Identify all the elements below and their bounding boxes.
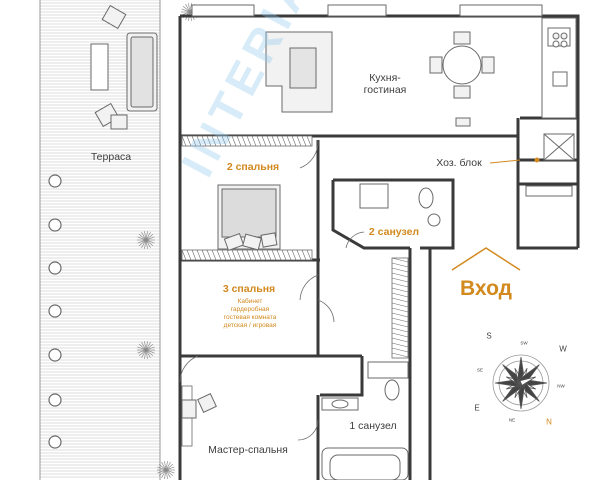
room-label-bathroom2: 2 санузел [368,226,420,238]
room-label-bedroom3: 3 спальня [222,283,276,295]
compass-nw: NW [557,383,565,389]
compass-rose [492,354,550,412]
entry-label: Вход [460,277,512,300]
room-label-kitchen: Кухня- гостиная [364,72,407,96]
windows [191,4,543,17]
utility-marker [534,157,540,163]
compass-e: E [474,403,480,413]
compass-ne: NE [508,417,516,423]
bathroom2-fixtures [359,183,441,227]
kitchen-label-line2: гостиная [363,84,407,97]
kitchen-living-furniture [265,17,577,127]
utility-block [525,133,575,197]
compass-s: S [486,331,492,341]
bedroom3-note-line3: гостевая комната [223,314,277,322]
compass-w: W [559,344,567,354]
bedroom2-bed [217,184,281,252]
bedroom3-note: Кабинет гардеробная гостевая комната дет… [224,298,277,331]
kitchen-label-line1: Кухня- [369,72,401,84]
terrace-lounge-furniture [90,4,158,130]
compass-sw: SW [520,340,528,346]
terrace-planters [48,174,62,449]
bedroom3-note-line4: детская / игровая [223,322,277,330]
bathroom1-fixtures [321,361,409,480]
entry-roof-icon [451,247,521,271]
compass-n: N [546,417,552,427]
bedroom3-note-line1: Кабинет [237,298,263,305]
master-furniture [181,393,217,419]
bedroom3-note-line2: гардеробная [230,306,270,314]
doors [179,139,365,441]
compass-se: SE [476,367,484,373]
room-label-bathroom1: 1 санузел [349,420,397,432]
room-label-utility: Хоз. блок [436,157,482,169]
room-label-terrace: Терраса [90,151,132,163]
room-label-bedroom2: 2 спальня [226,161,280,173]
room-label-master: Мастер-спальня [208,444,288,456]
